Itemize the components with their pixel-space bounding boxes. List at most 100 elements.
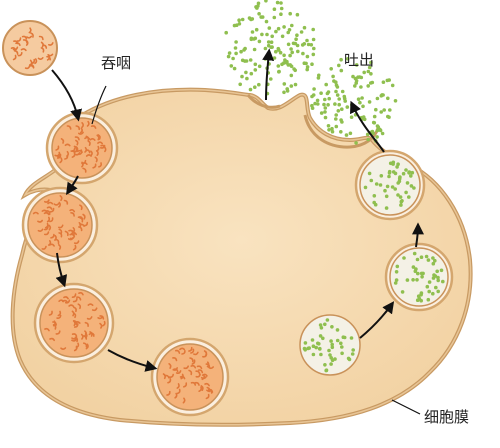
- particle: [312, 87, 316, 91]
- particle: [191, 359, 196, 365]
- particle: [242, 48, 246, 52]
- particle: [327, 128, 331, 132]
- particle: [15, 42, 21, 47]
- arrow-icon: [107, 349, 158, 372]
- particle: [196, 365, 203, 370]
- particle: [72, 244, 77, 251]
- particle: [411, 265, 416, 269]
- particle: [384, 194, 389, 199]
- particle: [340, 89, 345, 94]
- particle: [69, 209, 76, 213]
- particle: [417, 296, 422, 301]
- particle: [305, 54, 310, 59]
- particle: [47, 201, 54, 205]
- particle: [363, 185, 368, 190]
- particle: [201, 373, 208, 377]
- particle: [335, 338, 340, 343]
- particle: [237, 18, 241, 23]
- particle: [76, 149, 83, 153]
- particle: [374, 107, 378, 112]
- particle: [330, 126, 334, 131]
- particle: [75, 342, 80, 349]
- particle: [369, 72, 373, 76]
- particle: [257, 12, 261, 16]
- particle: [367, 171, 372, 176]
- particle: [59, 157, 63, 164]
- particle: [208, 366, 214, 370]
- arrow-icon: [350, 100, 385, 153]
- particle: [227, 51, 232, 55]
- particle: [398, 175, 402, 179]
- particle: [409, 174, 413, 178]
- particle: [348, 131, 353, 136]
- particle: [384, 206, 389, 210]
- particle: [323, 322, 327, 327]
- particle: [73, 323, 79, 328]
- particle: [391, 170, 396, 174]
- particle: [84, 321, 89, 327]
- particle: [55, 330, 61, 335]
- particle: [385, 184, 390, 189]
- particle: [294, 37, 298, 41]
- particle: [387, 115, 391, 119]
- particle: [335, 93, 340, 97]
- particle: [436, 278, 441, 283]
- particle: [310, 62, 314, 66]
- particle: [53, 202, 60, 206]
- particle: [309, 43, 314, 47]
- particle: [395, 264, 400, 269]
- particle: [395, 165, 399, 169]
- particle: [64, 230, 69, 237]
- particle: [260, 15, 265, 19]
- secretory-vesicle-3: [354, 149, 426, 221]
- secretory-vesicle-2: [384, 242, 454, 312]
- particle: [46, 206, 53, 210]
- particle: [81, 162, 88, 165]
- particle: [257, 39, 262, 44]
- particle: [295, 43, 300, 48]
- particle: [407, 171, 411, 175]
- particle: [282, 25, 286, 29]
- particle: [269, 77, 273, 81]
- particle: [231, 56, 235, 61]
- particle: [272, 15, 277, 20]
- particle: [48, 310, 53, 316]
- particle: [335, 85, 340, 89]
- particle: [71, 338, 77, 342]
- particle: [90, 150, 93, 157]
- particle: [59, 195, 63, 202]
- particle: [387, 174, 391, 179]
- vesicle-membrane: [156, 343, 224, 411]
- particle: [265, 32, 269, 37]
- particle: [372, 194, 377, 198]
- particle: [323, 363, 327, 367]
- particle: [383, 188, 387, 193]
- particle: [331, 74, 335, 79]
- particle: [270, 34, 275, 39]
- particle: [379, 174, 384, 178]
- particle: [80, 333, 84, 340]
- particle: [289, 47, 293, 51]
- particle: [52, 324, 57, 330]
- particle: [46, 210, 51, 216]
- particle: [249, 71, 254, 76]
- particle: [181, 350, 186, 355]
- particle: [12, 54, 17, 61]
- particle: [398, 195, 403, 199]
- particle: [399, 199, 404, 204]
- particle: [82, 167, 87, 173]
- particle: [302, 25, 307, 30]
- particle: [329, 67, 334, 71]
- arrow-icon: [51, 69, 83, 122]
- particle: [311, 93, 316, 97]
- particle: [353, 84, 357, 88]
- particle: [374, 182, 379, 186]
- particle: [372, 121, 377, 125]
- particle: [56, 153, 62, 159]
- particle: [254, 5, 258, 9]
- particle: [272, 7, 277, 11]
- particle: [48, 42, 54, 46]
- particle: [83, 221, 89, 227]
- particle: [58, 201, 61, 208]
- particle: [67, 237, 74, 241]
